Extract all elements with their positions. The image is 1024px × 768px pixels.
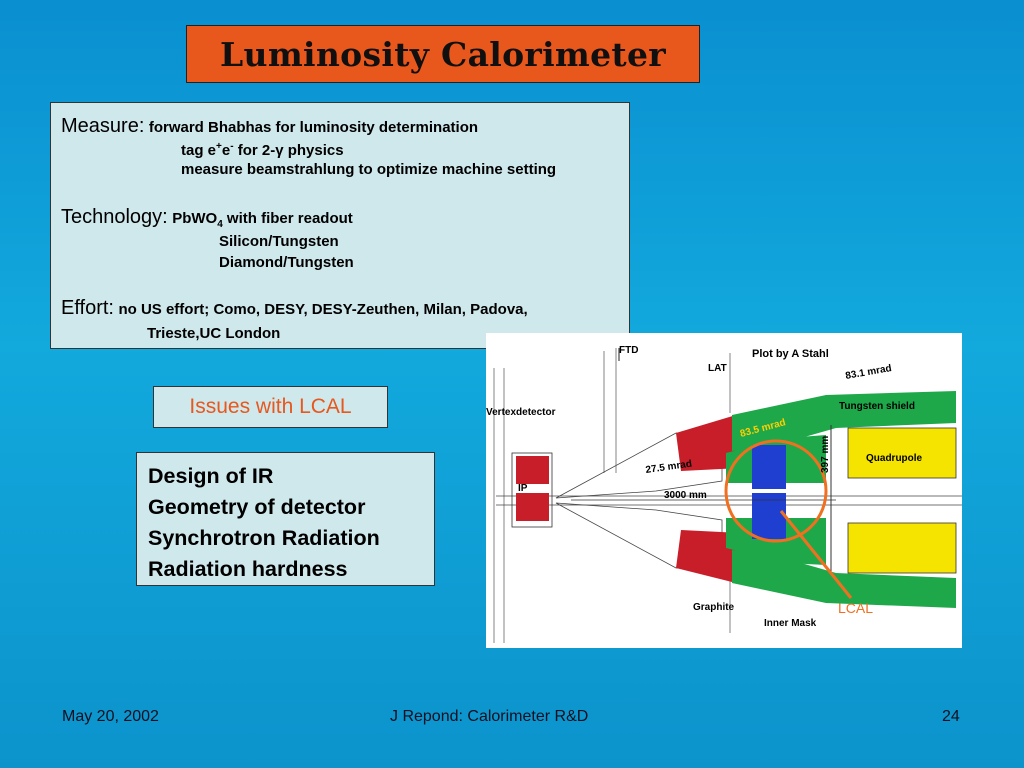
effort-row: Effort: no US effort; Como, DESY, DESY-Z…: [61, 297, 528, 320]
issue-item: Design of IR: [148, 464, 274, 488]
measure-row: Measure: forward Bhabhas for luminosity …: [61, 115, 478, 138]
mm-3000-label: 3000 mm: [664, 490, 707, 501]
lcal-label: LCAL: [838, 600, 873, 616]
lat-lower: [676, 530, 741, 583]
footer-page: 24: [942, 708, 960, 725]
quadrupole-upper: [847, 427, 957, 479]
issue-item: Geometry of detector: [148, 495, 366, 519]
lcal-upper: [752, 445, 786, 489]
vertex-label: Vertexdetector: [486, 407, 556, 418]
graphite-label: Graphite: [693, 602, 735, 613]
technology-item-3: Diamond/Tungsten: [219, 254, 354, 271]
tungsten-shield-upper: [732, 391, 956, 451]
effort-line-1: no US effort; Como, DESY, DESY-Zeuthen, …: [118, 301, 528, 318]
measure-label: Measure:: [61, 115, 145, 137]
slide-title: Luminosity Calorimeter: [220, 34, 666, 74]
lat-upper: [676, 415, 741, 471]
ip-label: IP: [518, 483, 528, 494]
mrad-83-label: 83.1 mrad: [845, 363, 893, 382]
tungsten-label: Tungsten shield: [839, 401, 915, 412]
technology-row: Technology: PbWO4 with fiber readout: [61, 206, 353, 230]
footer-center: J Repond: Calorimeter R&D: [390, 708, 589, 725]
measure-item-1: forward Bhabhas for luminosity determina…: [148, 119, 479, 136]
lat-label: LAT: [708, 363, 727, 374]
issues-list: Design of IR Geometry of detector Synchr…: [136, 452, 435, 586]
measure-item-2: tag e+e- for 2-γ physics: [181, 141, 344, 159]
tungsten-shield-lower: [732, 550, 956, 608]
detector-diagram: FTD Plot by A Stahl LAT Vertexdetector I…: [486, 333, 962, 648]
issues-with-lcal-label: Issues with LCAL: [153, 386, 388, 428]
issue-item: Radiation hardness: [148, 557, 348, 581]
inner-mask-label: Inner Mask: [764, 618, 817, 629]
effort-label: Effort:: [61, 297, 114, 319]
lcal-highlight-circle: [724, 439, 828, 543]
mm-vertical-label: 397 mm: [820, 436, 831, 473]
vertex-outline: [511, 452, 553, 528]
technology-label: Technology:: [61, 206, 168, 228]
lcal-lower: [752, 493, 786, 539]
ftd-label: FTD: [619, 345, 638, 356]
vertex-detector-upper: [516, 456, 549, 484]
title-box: Luminosity Calorimeter: [186, 25, 700, 83]
quadrupole-label: Quadrupole: [866, 453, 923, 464]
vertex-detector-lower: [516, 493, 549, 521]
detector-diagram-svg: FTD Plot by A Stahl LAT Vertexdetector I…: [486, 345, 962, 643]
mrad-27-label: 27.5 mrad: [645, 459, 693, 476]
issue-item: Synchrotron Radiation: [148, 526, 380, 550]
measure-item-3: measure beamstrahlung to optimize machin…: [181, 161, 557, 178]
quadrupole-lower: [847, 522, 957, 574]
info-box: Measure: forward Bhabhas for luminosity …: [50, 102, 630, 349]
lcal-pointer: [779, 510, 853, 599]
effort-line-2: Trieste,UC London: [147, 325, 281, 342]
footer-date: May 20, 2002: [62, 708, 159, 725]
credit-label: Plot by A Stahl: [752, 348, 829, 360]
technology-item-2: Silicon/Tungsten: [219, 233, 339, 250]
